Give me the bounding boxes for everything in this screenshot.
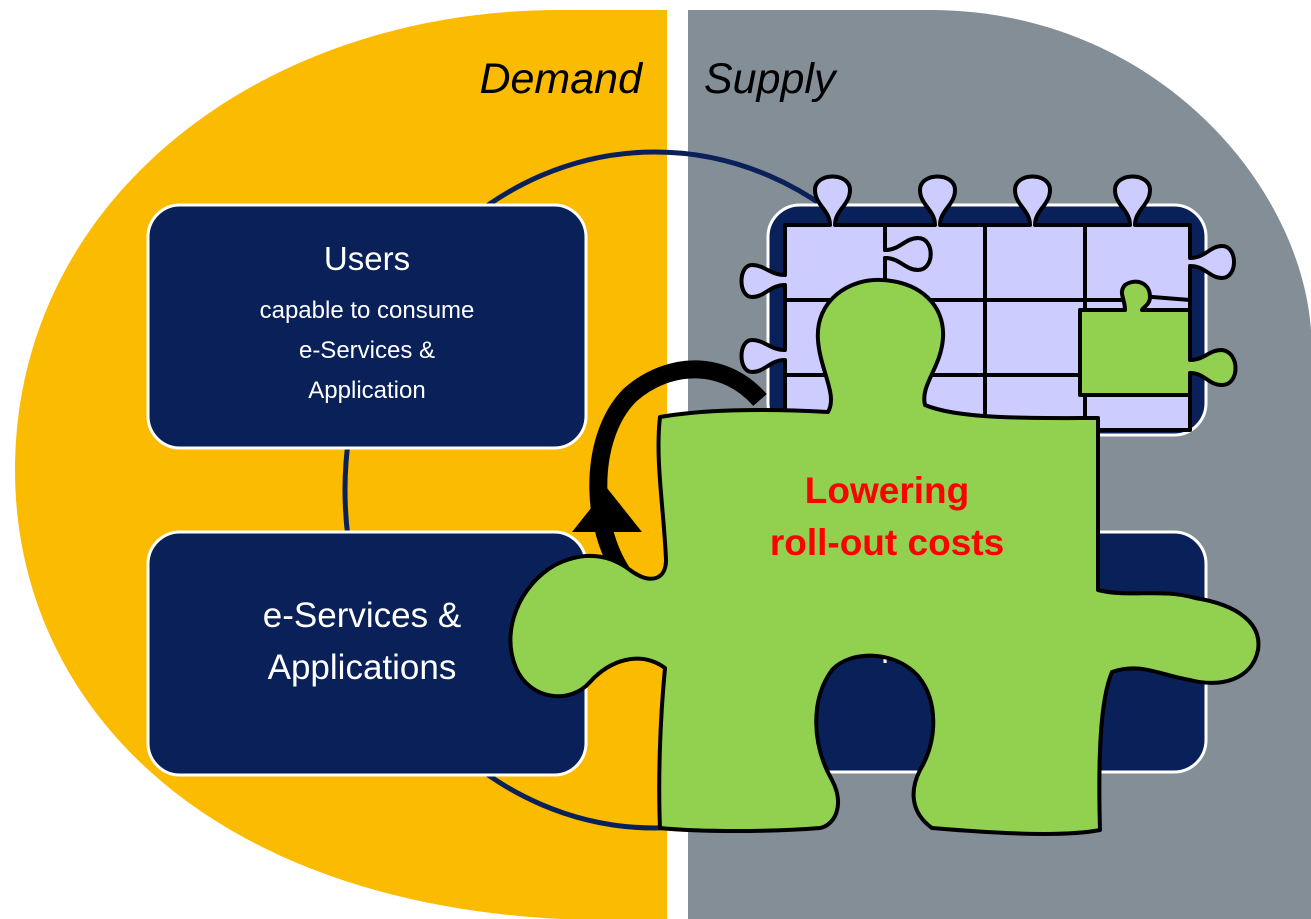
- circular-arrow-icon: [572, 360, 767, 592]
- callout-line-2: roll-out costs: [770, 522, 1004, 563]
- demand-panel-shape: [15, 10, 667, 919]
- puzzle-tile-7: [983, 298, 1087, 377]
- demand-header: Demand: [479, 55, 644, 103]
- supply-header: Supply: [704, 55, 838, 103]
- users-line-1: capable to consume: [260, 297, 475, 324]
- users-title: Users: [324, 240, 410, 277]
- callout-line-1: Lowering: [805, 470, 969, 511]
- users-line-3: Application: [308, 377, 425, 404]
- services-box: e-Services & Applications: [146, 530, 588, 777]
- puzzle-piece-icon: [508, 277, 1261, 836]
- services-line-2: Applications: [268, 648, 457, 687]
- puzzle-tile-4: [1083, 174, 1236, 302]
- services-line-1: e-Services &: [263, 596, 461, 635]
- puzzle-tile-green: [1078, 279, 1238, 397]
- puzzle-tile-3: [983, 174, 1087, 302]
- demand-panel: [15, 10, 667, 919]
- puzzle-grid-icon: [739, 174, 1238, 432]
- users-line-2: e-Services &: [299, 337, 435, 364]
- users-box: Users capable to consume e-Services & Ap…: [146, 203, 588, 450]
